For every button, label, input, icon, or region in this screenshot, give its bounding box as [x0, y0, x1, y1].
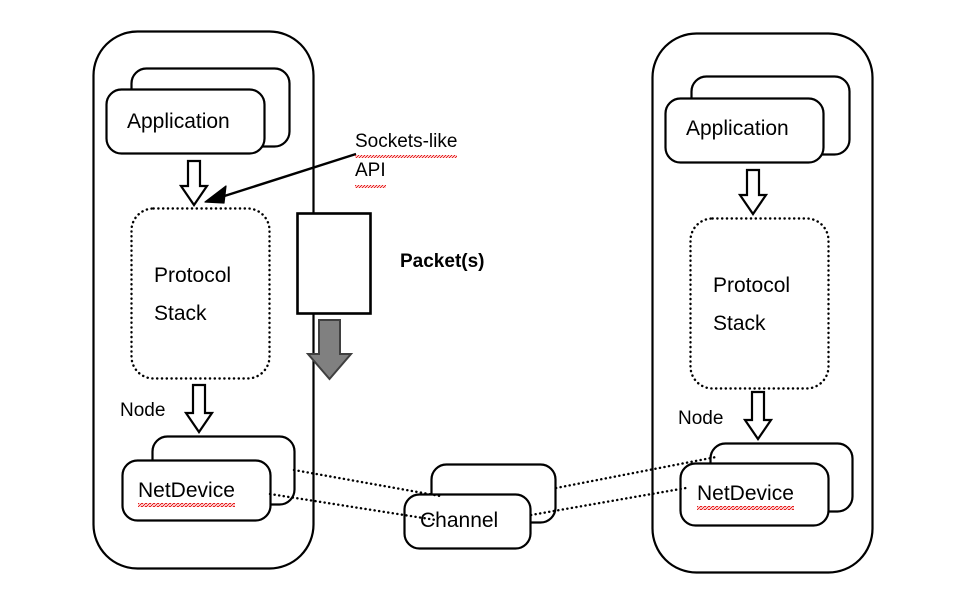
- sockets-api-arrowhead: [204, 185, 227, 204]
- right-application-front-box[interactable]: [664, 97, 825, 164]
- left-app-to-stack-arrow: [178, 159, 210, 207]
- left-netdevice-front-box[interactable]: [121, 459, 272, 522]
- left-protocol-stack-box[interactable]: [130, 207, 271, 380]
- connector-right-lower: [529, 486, 688, 517]
- connector-left-upper: [292, 468, 442, 498]
- channel-front-box[interactable]: [403, 493, 532, 550]
- connector-right-upper: [554, 455, 718, 490]
- right-netdevice-front-box[interactable]: [679, 462, 830, 527]
- packet-rectangle[interactable]: [296, 212, 372, 315]
- sockets-api-pointer-line: [214, 152, 357, 201]
- right-app-to-stack-arrow: [737, 168, 769, 216]
- right-stack-to-netdevice-arrow: [742, 390, 774, 441]
- left-stack-to-netdevice-arrow: [183, 383, 215, 434]
- connector-left-lower: [268, 492, 438, 522]
- left-application-front-box[interactable]: [105, 88, 266, 155]
- right-protocol-stack-box[interactable]: [689, 217, 830, 390]
- packet-flow-gray-arrow: [305, 319, 354, 381]
